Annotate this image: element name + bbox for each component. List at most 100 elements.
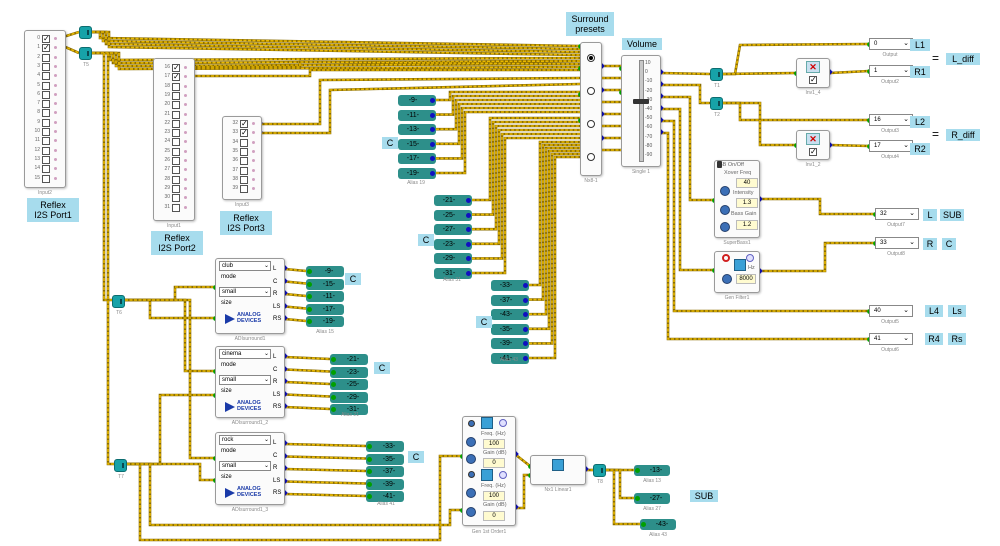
channel-checkbox[interactable]: ✓ [240,119,248,128]
channel-checkbox[interactable] [240,157,248,166]
alias-node[interactable]: -27- [434,224,472,236]
gain-value-1[interactable]: 0 [483,458,505,468]
surround-size-select[interactable]: small⌄ [219,461,271,471]
surround-mode-select[interactable]: rock⌄ [219,435,271,445]
filter-curve-icon[interactable] [481,469,493,481]
knob-icon[interactable] [720,222,730,232]
alias-node[interactable]: -15- [306,278,344,290]
inv1-2-checkbox[interactable]: ✓ [809,147,817,156]
preset-radio-4[interactable] [587,153,595,161]
channel-checkbox[interactable] [172,175,180,184]
channel-checkbox[interactable] [172,138,180,147]
knob-icon[interactable] [720,186,730,196]
volume-thumb[interactable] [633,99,649,104]
output8-select[interactable]: 33⌄ [875,237,919,249]
channel-checkbox[interactable] [240,147,248,156]
alias-node[interactable]: -29- [330,391,368,403]
power-icon[interactable] [468,471,475,478]
alias-node[interactable]: -17- [306,303,344,315]
tee-t6[interactable] [112,295,125,308]
freq-value-2[interactable]: 100 [483,491,505,501]
gain-value-2[interactable]: 0 [483,511,505,521]
channel-checkbox[interactable] [172,147,180,156]
channel-checkbox[interactable] [42,118,50,127]
alias-node[interactable]: -31- [434,268,472,279]
power-icon[interactable] [722,254,730,262]
output6-select[interactable]: 41⌄ [869,333,913,345]
channel-checkbox[interactable]: ✓ [42,34,50,43]
alias-node[interactable]: -39- [491,338,529,350]
channel-checkbox[interactable] [42,128,50,136]
knob-icon[interactable] [466,437,476,447]
preset-radio-2[interactable] [587,87,595,95]
inv1-4-checkbox[interactable]: ✓ [809,75,817,84]
alias-node[interactable]: -19- [306,316,344,327]
alias-43-right[interactable]: -43- [640,519,676,530]
channel-checkbox[interactable]: ✓ [240,128,248,138]
alias-node[interactable]: -9- [398,95,436,106]
freq-value-1[interactable]: 100 [483,439,505,449]
tee-t2[interactable] [710,97,723,110]
channel-checkbox[interactable] [240,175,248,184]
alias-node[interactable]: -25- [434,209,472,221]
channel-checkbox[interactable] [240,166,248,175]
alias-node[interactable]: -23- [434,238,472,250]
channel-checkbox[interactable] [42,90,50,99]
alias-node[interactable]: -13- [398,124,436,136]
channel-checkbox[interactable] [42,100,50,109]
channel-checkbox[interactable]: ✓ [172,72,180,82]
alias-node[interactable]: -25- [330,379,368,390]
channel-checkbox[interactable] [172,157,180,165]
alias-node[interactable]: -35- [491,323,529,335]
filter-curve-icon[interactable] [734,259,746,271]
tee-t1[interactable] [710,68,723,81]
channel-checkbox[interactable] [42,72,50,81]
surround-size-select[interactable]: small⌄ [219,287,271,297]
channel-checkbox[interactable] [172,129,180,138]
output5-select[interactable]: 40⌄ [869,305,913,317]
knob-icon[interactable] [466,454,476,464]
bass-gain-value[interactable]: 1.2 [736,220,758,230]
channel-checkbox[interactable] [172,119,180,128]
channel-checkbox[interactable] [42,165,50,174]
channel-checkbox[interactable] [172,184,180,193]
alias-node[interactable]: -23- [330,366,368,378]
channel-checkbox[interactable] [42,109,50,118]
alias-node[interactable]: -43- [491,309,529,321]
filter-type-icon[interactable] [746,254,754,262]
channel-checkbox[interactable] [172,110,180,119]
channel-checkbox[interactable] [42,62,50,71]
alias-node[interactable]: -33- [491,280,529,291]
alias-node[interactable]: -19- [398,168,436,179]
alias-node[interactable]: -31- [330,404,368,415]
output7-select[interactable]: 32⌄ [875,208,919,220]
alias-node[interactable]: -11- [398,109,436,121]
channel-checkbox[interactable] [172,166,180,175]
alias-13-right[interactable]: -13- [634,465,670,476]
alias-node[interactable]: -37- [491,294,529,306]
alias-node[interactable]: -37- [366,466,404,477]
channel-checkbox[interactable] [42,146,50,155]
intensity-value[interactable]: 1.3 [736,198,758,208]
alias-node[interactable]: -39- [366,478,404,490]
tee-t5-b[interactable] [79,47,92,60]
nx8-switch-block[interactable] [580,42,602,176]
alias-node[interactable]: -21- [434,195,472,206]
channel-checkbox[interactable] [42,81,50,90]
surround-size-select[interactable]: small⌄ [219,375,271,385]
channel-checkbox[interactable] [172,101,180,110]
alias-node[interactable]: -15- [398,138,436,150]
channel-checkbox[interactable] [42,155,50,164]
output3-select[interactable]: 16⌄ [869,114,913,126]
knob-icon[interactable] [466,507,476,517]
alias-27-right[interactable]: -27- [634,493,670,504]
alias-node[interactable]: -9- [306,266,344,277]
channel-checkbox[interactable] [240,185,248,194]
channel-checkbox[interactable] [172,203,180,212]
output4-select[interactable]: 17⌄ [869,140,913,152]
filter-type-icon[interactable] [499,419,507,427]
preset-radio-1[interactable] [587,54,595,62]
alias-node[interactable]: -21- [330,354,368,365]
tee-t8[interactable] [593,464,606,477]
volume-track[interactable] [639,60,644,162]
